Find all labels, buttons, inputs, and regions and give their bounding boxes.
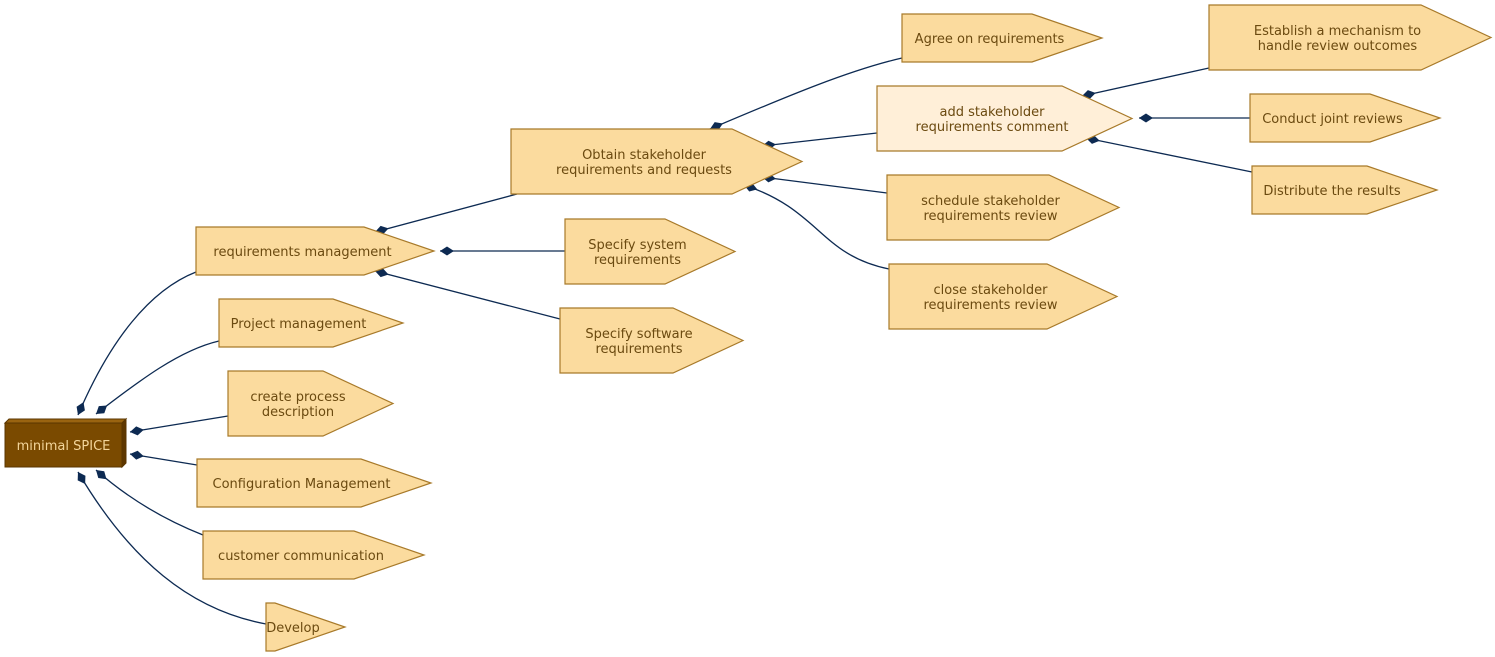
- root-front-face: [4, 422, 123, 468]
- edge-diamond-root-cust_comm: [96, 470, 107, 480]
- node-shape: [559, 307, 745, 374]
- node-conduct[interactable]: Conduct joint reviews: [1249, 93, 1442, 143]
- node-label-line: Develop: [266, 621, 320, 636]
- edge-req_mgmt-spec_sw: [374, 270, 561, 320]
- node-shape: [265, 602, 347, 652]
- edge-root-proj_mgmt: [95, 340, 220, 415]
- node-label-line: Specify system: [588, 238, 686, 253]
- edge-add_comment-establish: [1081, 67, 1210, 97]
- node-label-line: requirements comment: [916, 120, 1069, 135]
- root-label: minimal SPICE: [17, 439, 111, 454]
- node-label-line: handle review outcomes: [1258, 39, 1418, 54]
- node-cust_comm[interactable]: customer communication: [202, 530, 426, 580]
- node-label-line: requirements and requests: [556, 163, 732, 178]
- edge-obtain-agree: [709, 57, 903, 130]
- node-label-line: create process: [250, 390, 346, 405]
- edge-diamond-root-develop: [77, 472, 86, 485]
- node-agree[interactable]: Agree on requirements: [901, 13, 1104, 63]
- node-proj_mgmt[interactable]: Project management: [218, 298, 405, 348]
- edge-obtain-add_comment: [761, 132, 878, 147]
- node-label-line: requirements: [594, 253, 681, 268]
- node-label-line: Specify software: [585, 327, 692, 342]
- node-shape: [564, 218, 737, 285]
- edge-root-develop: [77, 471, 267, 625]
- node-shape: [886, 174, 1121, 241]
- node-shape: [1208, 4, 1493, 71]
- node-label-line: close stakeholder: [934, 283, 1049, 298]
- edge-diamond-root-req_mgmt: [76, 402, 85, 415]
- node-develop[interactable]: Develop: [265, 602, 347, 652]
- node-label-line: add stakeholder: [940, 105, 1046, 120]
- node-label-line: requirements management: [213, 245, 391, 260]
- nodes-layer: minimal SPICE requirements managementProj…: [3, 4, 1493, 652]
- node-label-line: Establish a mechanism to: [1254, 24, 1421, 39]
- node-shape: [888, 263, 1119, 330]
- root-side-face: [121, 417, 127, 469]
- node-shape: [1251, 165, 1439, 215]
- node-shape: [227, 370, 395, 437]
- node-shape: [510, 128, 804, 195]
- node-distribute[interactable]: Distribute the results: [1251, 165, 1439, 215]
- node-label-line: customer communication: [218, 549, 384, 564]
- edge-root-cust_comm: [95, 469, 204, 536]
- node-label-line: requirements review: [923, 298, 1057, 313]
- edge-diamond-obtain-agree: [710, 122, 723, 131]
- node-shape: [218, 298, 405, 348]
- node-label-line: description: [262, 405, 334, 420]
- node-config_mgmt[interactable]: Configuration Management: [196, 458, 433, 508]
- edge-root-create_proc: [129, 415, 229, 433]
- node-label-line: Conduct joint reviews: [1262, 112, 1403, 127]
- edge-diamond-root-create_proc: [130, 426, 144, 436]
- root-node[interactable]: minimal SPICE: [3, 417, 128, 469]
- node-label-line: requirements: [596, 342, 683, 357]
- edge-obtain-close: [743, 184, 890, 270]
- node-label-line: Configuration Management: [213, 477, 391, 492]
- node-label-line: Obtain stakeholder: [582, 148, 706, 163]
- edge-diamond-root-proj_mgmt: [96, 405, 108, 414]
- edge-root-req_mgmt: [77, 271, 197, 416]
- node-shape: [196, 458, 433, 508]
- edge-diamond-add_comment-conduct: [1139, 113, 1153, 123]
- node-label-line: Agree on requirements: [915, 32, 1065, 47]
- node-label-line: schedule stakeholder: [921, 194, 1060, 209]
- node-shape: [195, 226, 436, 276]
- node-req_mgmt[interactable]: requirements management: [195, 226, 436, 276]
- node-label-line: requirements review: [923, 209, 1057, 224]
- node-shape: [876, 85, 1134, 152]
- edge-diamond-req_mgmt-spec_sys: [440, 246, 454, 256]
- edge-diamond-root-config_mgmt: [130, 450, 144, 460]
- node-shape: [901, 13, 1104, 63]
- edge-req_mgmt-obtain: [374, 193, 518, 233]
- node-label-line: Project management: [231, 317, 367, 332]
- node-shape: [202, 530, 426, 580]
- node-label-line: Distribute the results: [1263, 184, 1400, 199]
- root-top-face: [3, 418, 128, 424]
- edge-obtain-schedule: [761, 176, 888, 194]
- node-shape: [1249, 93, 1442, 143]
- edge-add_comment-distribute: [1085, 137, 1253, 173]
